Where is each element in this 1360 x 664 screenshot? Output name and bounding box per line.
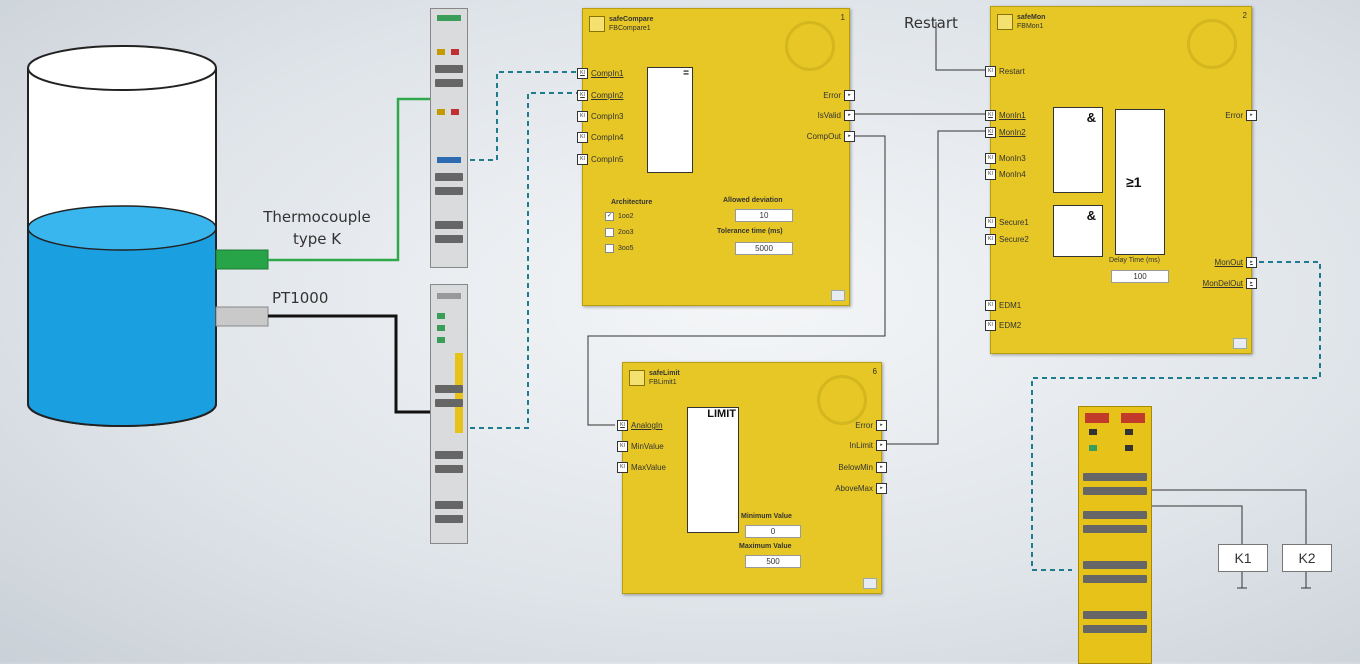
fb-number: 1 xyxy=(840,13,845,22)
fb-type: safeCompare xyxy=(609,16,654,23)
min-label: Minimum Value xyxy=(741,513,792,520)
architecture-label: Architecture xyxy=(611,199,653,206)
output-monout[interactable]: MonOut▸ xyxy=(1215,257,1257,268)
and-gate-2: & xyxy=(1053,205,1103,257)
resize-handle[interactable] xyxy=(863,578,877,589)
output-compout[interactable]: CompOut▸ xyxy=(807,131,855,142)
limit-logic-box: LIMIT xyxy=(687,407,739,533)
deviation-label: Allowed deviation xyxy=(723,197,783,204)
resize-handle[interactable] xyxy=(1233,338,1247,349)
delay-field[interactable]: 100 xyxy=(1111,270,1169,283)
tolerance-field[interactable]: 5000 xyxy=(735,242,793,255)
equals-symbol: = xyxy=(683,68,689,79)
output-mondelout[interactable]: MonDelOut▸ xyxy=(1203,278,1257,289)
terminal-safety-output xyxy=(1078,406,1152,664)
resize-handle[interactable] xyxy=(831,290,845,301)
output-error[interactable]: Error▸ xyxy=(1225,110,1257,121)
function-block-icon xyxy=(997,14,1013,30)
gear-watermark-icon xyxy=(817,375,867,425)
pt1000-label: PT1000 xyxy=(272,289,329,307)
or-gate: ≥1 xyxy=(1115,109,1165,255)
gear-watermark-icon xyxy=(785,21,835,71)
and-gate-1: & xyxy=(1053,107,1103,193)
terminal-pt1000-input xyxy=(430,284,468,544)
relay-k2: K2 xyxy=(1282,544,1332,572)
thermocouple-sensor xyxy=(215,249,269,270)
deviation-field[interactable]: 10 xyxy=(735,209,793,222)
pt1000-wire xyxy=(268,314,432,414)
thermocouple-label: Thermocouple type K xyxy=(263,208,371,248)
function-block-icon xyxy=(589,16,605,32)
fb-type: safeLimit xyxy=(649,370,680,377)
fb-instance: FBCompare1 xyxy=(609,25,651,32)
terminal-thermocouple-input xyxy=(430,8,468,268)
fb-number: 6 xyxy=(872,367,877,376)
output-inlimit[interactable]: InLimit▸ xyxy=(849,440,887,451)
output-error[interactable]: Error▸ xyxy=(823,90,855,101)
fb-type: safeMon xyxy=(1017,14,1046,21)
relay-k1: K1 xyxy=(1218,544,1268,572)
tolerance-label: Tolerance time (ms) xyxy=(717,228,783,235)
max-field[interactable]: 500 xyxy=(745,555,801,568)
gear-watermark-icon xyxy=(1187,19,1237,69)
function-block-icon xyxy=(629,370,645,386)
output-belowmin[interactable]: BelowMin▸ xyxy=(838,462,887,473)
compare-logic-box: = xyxy=(647,67,693,173)
or-symbol: ≥1 xyxy=(1126,174,1142,190)
and-symbol: & xyxy=(1086,208,1096,223)
option-3oo5[interactable]: 3oo5 xyxy=(605,244,634,253)
pt1000-sensor xyxy=(215,306,269,327)
fb-instance: FBLimit1 xyxy=(649,379,677,386)
option-1oo2[interactable]: ✓1oo2 xyxy=(605,212,634,221)
restart-label: Restart xyxy=(904,14,958,32)
fb-number: 2 xyxy=(1242,11,1247,20)
limit-symbol: LIMIT xyxy=(707,408,736,420)
max-label: Maximum Value xyxy=(739,543,792,550)
option-2oo3[interactable]: 2oo3 xyxy=(605,228,634,237)
output-abovemax[interactable]: AboveMax▸ xyxy=(835,483,887,494)
and-symbol: & xyxy=(1086,110,1096,125)
delay-label: Delay Time (ms) xyxy=(1109,257,1160,264)
min-field[interactable]: 0 xyxy=(745,525,801,538)
fb-instance: FBMon1 xyxy=(1017,23,1044,30)
tank-water xyxy=(28,228,216,426)
output-isvalid[interactable]: IsValid▸ xyxy=(818,110,855,121)
output-error[interactable]: Error▸ xyxy=(855,420,887,431)
tank xyxy=(27,45,217,427)
